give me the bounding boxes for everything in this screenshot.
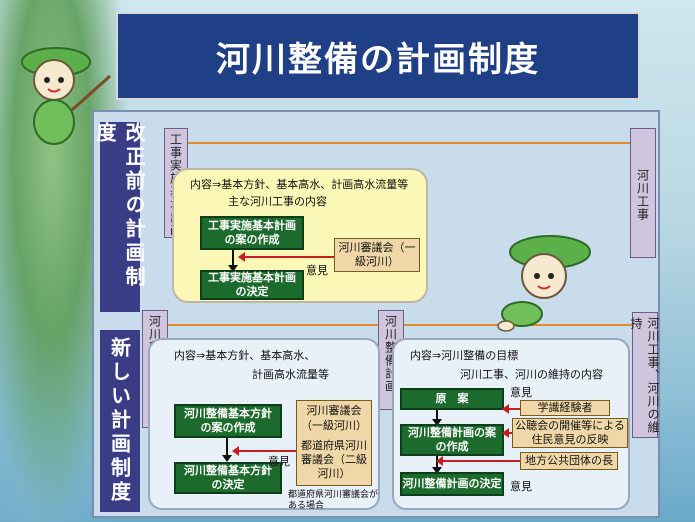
old-section-label: 改正前の計画制度 — [93, 122, 146, 312]
policy-content-line1: 内容⇒基本方針、基本高水、 — [174, 349, 316, 362]
hearing-arrow — [502, 428, 512, 438]
plan-flow-arrow1 — [432, 410, 442, 426]
plan-content-line2: 河川工事、河川の維持の内容 — [460, 368, 603, 381]
vertical-label-new-works: 河川工事、河川の維持 — [629, 312, 660, 438]
policy-council-box: 河川審議会（一級河川） 都道府県河川審議会（二級河川） — [296, 400, 372, 486]
policy-note: 都道府県河川審議会がある場合 — [288, 490, 379, 511]
policy-flow-arrow — [222, 438, 232, 462]
old-flow-arrow — [228, 250, 238, 272]
new-section-label: 新しい計画制度 — [100, 330, 140, 512]
old-timeline — [188, 142, 632, 144]
old-content-line2: 主な河川工事の内容 — [228, 195, 327, 208]
old-draft-box: 工事実施基本計画の案の作成 — [200, 216, 304, 250]
policy-content-line2: 計画高水流量等 — [252, 368, 329, 381]
vertical-label-old-works: 河川工事 — [630, 128, 656, 258]
page-title: 河川整備の計画制度 — [216, 39, 540, 80]
policy-council1: 河川審議会（一級河川） — [301, 404, 367, 432]
mascot-right — [497, 235, 591, 332]
local-head-arrow — [436, 456, 520, 466]
plan-decision-box: 河川整備計画の決定 — [400, 472, 504, 496]
old-opinion-label: 意見 — [306, 264, 328, 277]
title-banner: 河川整備の計画制度 — [116, 12, 640, 100]
plan-draft-box: 河川整備計画の案の作成 — [400, 424, 504, 456]
old-opinion-arrow — [238, 252, 334, 262]
plan-original-box: 原 案 — [400, 388, 504, 410]
old-council-box: 河川審議会（一級河川） — [334, 238, 420, 272]
local-head-box: 地方公共団体の長 — [520, 452, 618, 470]
hearing-box: 公聴会の開催等による住民意見の反映 — [512, 418, 628, 448]
policy-council2: 都道府県河川審議会（二級河川） — [301, 438, 367, 481]
policy-opinion-label: 意見 — [268, 455, 290, 468]
plan-opinion1: 意見 — [510, 386, 532, 399]
experts-box: 学識経験者 — [520, 400, 610, 416]
policy-decision-box: 河川整備基本方針の決定 — [174, 462, 282, 494]
plan-content-line1: 内容⇒河川整備の目標 — [410, 349, 519, 362]
old-decision-box: 工事実施基本計画の決定 — [200, 270, 304, 300]
experts-arrow — [502, 404, 520, 414]
new-timeline-left — [168, 324, 378, 326]
policy-draft-box: 河川整備基本方針の案の作成 — [174, 404, 282, 438]
plan-opinion2: 意見 — [510, 480, 532, 493]
policy-opinion-arrow — [232, 446, 296, 456]
old-content-line1: 内容⇒基本方針、基本高水、計画高水流量等 — [190, 178, 409, 191]
mascot-top-left — [21, 47, 112, 145]
